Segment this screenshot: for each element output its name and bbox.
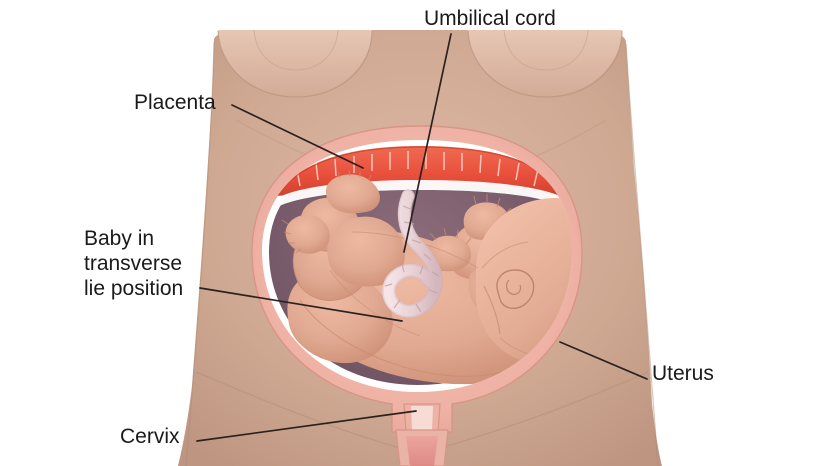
label-uterus: Uterus xyxy=(652,362,714,385)
leader-lines xyxy=(196,33,648,442)
vaginal-canal xyxy=(395,429,449,466)
label-baby-line-1: Baby in xyxy=(84,227,155,250)
label-cervix: Cervix xyxy=(120,425,180,448)
leader-placenta xyxy=(231,104,364,169)
leader-umbilical xyxy=(403,33,452,253)
fetal-foot-upper xyxy=(325,169,380,214)
label-umbilical-cord: Umbilical cord xyxy=(424,7,556,30)
fetal-ear xyxy=(496,269,535,310)
label-placenta: Placenta xyxy=(134,91,216,114)
breast-left xyxy=(217,29,373,98)
fetal-foot-lower xyxy=(281,214,330,254)
fetus xyxy=(281,169,572,385)
label-baby-line-2: transverse xyxy=(84,252,183,275)
leader-baby xyxy=(199,287,403,322)
leader-uterus xyxy=(559,341,648,380)
leader-cervix xyxy=(196,410,417,442)
breast-right xyxy=(467,29,623,98)
cervix xyxy=(403,403,441,433)
label-baby-line-3: lie position xyxy=(84,277,184,300)
umbilical-cord xyxy=(381,189,443,318)
